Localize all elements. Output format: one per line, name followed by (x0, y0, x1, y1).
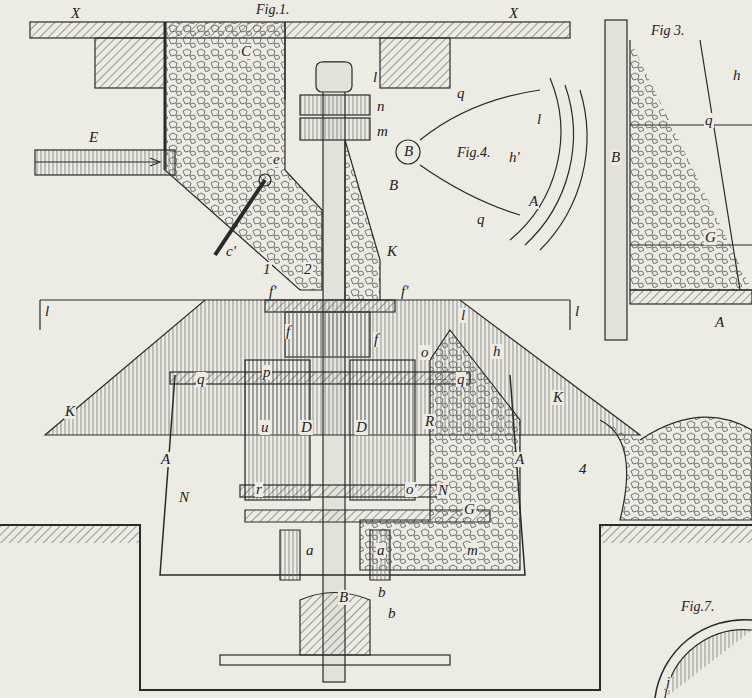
part-letter: a (376, 543, 386, 558)
part-letter: l (460, 308, 466, 323)
part-letter: D (300, 420, 313, 435)
part-letter: e (272, 152, 281, 167)
part-letter: o (420, 345, 430, 360)
part-letter: f (285, 324, 291, 339)
part-letter: r (255, 482, 263, 497)
part-letter: A (528, 194, 539, 209)
part-letter: b (387, 606, 397, 621)
part-letter: K (552, 390, 564, 405)
part-letter: h' (508, 150, 521, 165)
part-letter: f' (268, 284, 277, 299)
part-letter: l (536, 112, 542, 127)
part-letter: j (665, 675, 671, 690)
part-letter: o' (405, 482, 418, 497)
part-letter: C (240, 44, 252, 59)
figure-label: Fig.7. (680, 600, 715, 614)
part-letter: m (466, 543, 479, 558)
part-letter: l (44, 304, 50, 319)
part-letter: G (704, 230, 717, 245)
part-letter: K (64, 404, 76, 419)
part-letter: u (260, 420, 270, 435)
part-letter: K (386, 244, 398, 259)
part-letter: 2 (303, 262, 313, 277)
part-letter: X (70, 6, 81, 21)
part-letter: B (610, 150, 621, 165)
part-letter: A (514, 452, 525, 467)
part-letter: q (456, 86, 466, 101)
part-letter: n (376, 99, 386, 114)
part-letter: 1 (262, 262, 272, 277)
part-letter: h (732, 68, 742, 83)
figure-label: Fig 3. (650, 24, 685, 38)
part-letter: q (196, 372, 206, 387)
part-letter: q (456, 372, 466, 387)
part-letter: D (355, 420, 368, 435)
part-letter: B (403, 144, 414, 159)
part-letter: q (704, 113, 714, 128)
figure-label: Fig.4. (456, 146, 491, 160)
part-letter: R (424, 414, 435, 429)
part-letter: f (373, 332, 379, 347)
part-letter: N (178, 490, 190, 505)
part-letter: c' (225, 244, 237, 259)
part-letter: G (463, 502, 476, 517)
part-letter: b (377, 585, 387, 600)
part-letter: h (492, 344, 502, 359)
part-letter: a (305, 543, 315, 558)
part-letter: q (476, 212, 486, 227)
part-letter: A (714, 315, 725, 330)
part-letter: p (262, 365, 272, 380)
part-letter: 4 (578, 462, 588, 477)
part-letter: X (508, 6, 519, 21)
part-letter: B (388, 178, 399, 193)
part-letter: l (372, 70, 378, 85)
part-letter: N (437, 483, 449, 498)
part-letter: A (160, 452, 171, 467)
part-letter: f' (400, 284, 409, 299)
part-letter: m (376, 124, 389, 139)
part-letter: B (338, 590, 349, 605)
figure-label: Fig.1. (255, 3, 290, 17)
part-letter: l (574, 304, 580, 319)
part-letter: E (88, 130, 99, 145)
